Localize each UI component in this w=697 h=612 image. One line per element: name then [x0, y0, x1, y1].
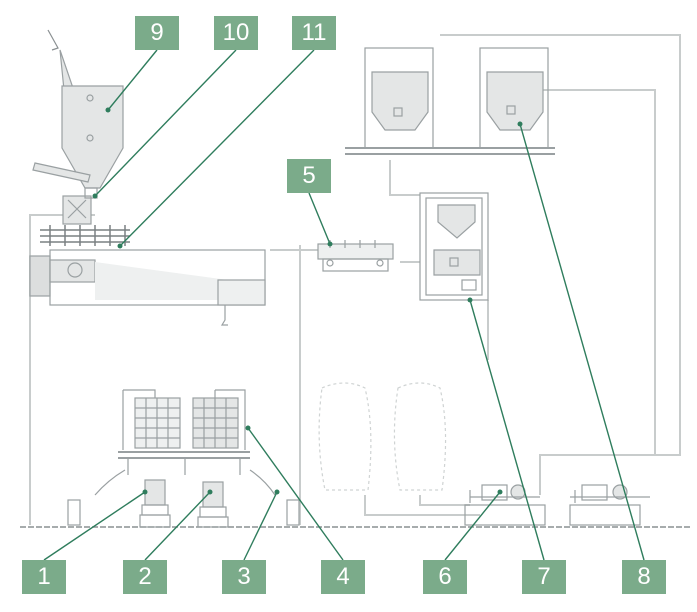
callout-leader-11	[119, 49, 315, 247]
callout-label-1: 1	[22, 560, 66, 594]
callout-pointer-2	[207, 489, 213, 495]
callout-label-3: 3	[222, 560, 266, 594]
callout-leader-8	[519, 123, 645, 561]
callout-leader-2	[144, 491, 211, 561]
callout-pointer-3	[274, 489, 280, 495]
callout-pointer-1	[142, 489, 148, 495]
callout-leader-5	[308, 192, 331, 245]
callout-pointer-10	[92, 193, 98, 199]
ibc-containers	[118, 389, 250, 475]
callout-label-6: 6	[423, 560, 467, 594]
dosing-unit	[62, 187, 98, 225]
callout-pointer-11	[117, 243, 123, 249]
callout-label-4: 4	[321, 560, 365, 594]
extruder	[29, 225, 266, 326]
callout-leader-10	[94, 49, 237, 197]
callout-label-10: 10	[214, 16, 258, 50]
callout-leader-1	[43, 491, 146, 561]
callout-pointer-7	[467, 297, 473, 303]
callout-leader-7	[469, 299, 545, 561]
pump-skids	[464, 484, 650, 526]
storage-tanks-outline	[318, 382, 447, 491]
callout-pointer-8	[517, 121, 523, 127]
callout-pointer-9	[105, 107, 111, 113]
callout-pointer-5	[327, 241, 333, 247]
callout-label-2: 2	[123, 560, 167, 594]
callout-leader-6	[444, 491, 501, 561]
callout-leaders	[43, 49, 645, 561]
callout-pointer-4	[245, 425, 251, 431]
tank-platform	[345, 47, 555, 155]
pump-units	[67, 469, 300, 528]
callout-label-8: 8	[622, 560, 666, 594]
callout-label-9: 9	[135, 16, 179, 50]
callout-label-11: 11	[292, 16, 336, 50]
callout-leader-3	[243, 491, 278, 561]
callout-label-5: 5	[287, 159, 331, 193]
callout-leader-9	[107, 49, 158, 111]
callout-pointer-6	[497, 489, 503, 495]
callout-label-7: 7	[522, 560, 566, 594]
callout-leader-4	[247, 427, 344, 561]
processing-cabinet	[419, 192, 489, 301]
